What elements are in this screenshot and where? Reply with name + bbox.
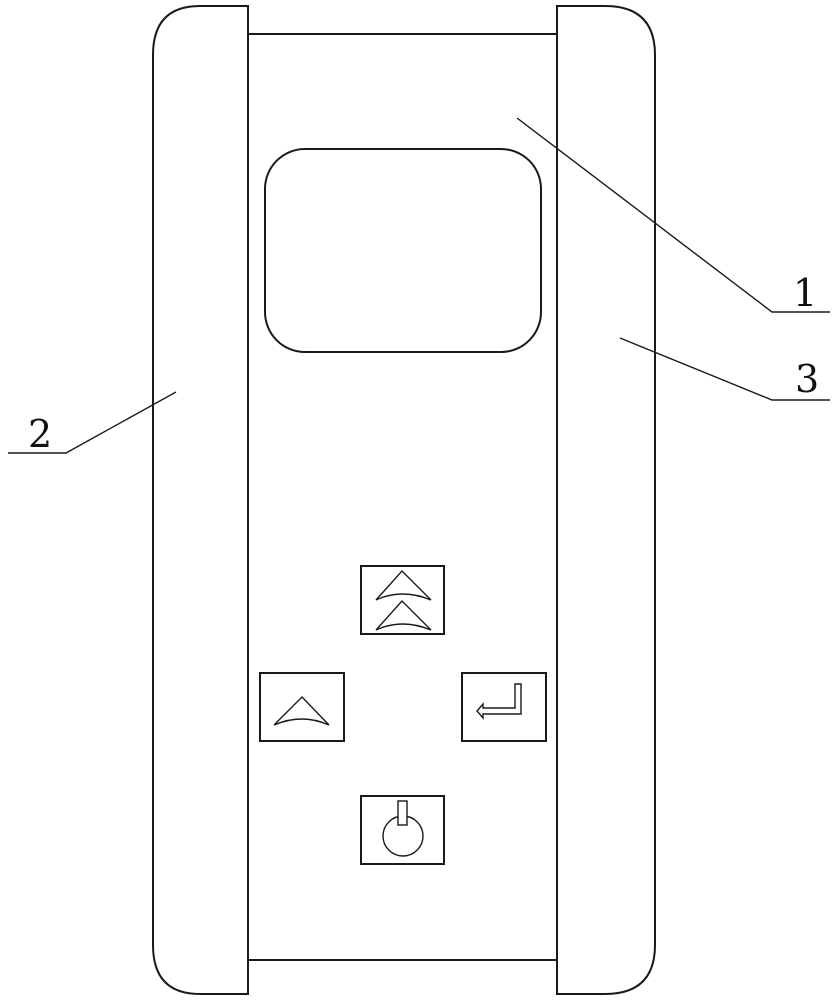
label-2: 2: [28, 412, 52, 456]
up-button[interactable]: [259, 672, 345, 742]
label-1-callout: 1: [516, 117, 830, 315]
display-screen: [264, 148, 542, 353]
right-side-grip: [556, 5, 656, 995]
chevron-up-icon: [273, 696, 330, 726]
enter-return-icon: [476, 683, 522, 720]
power-icon: [382, 800, 424, 857]
enter-button[interactable]: [461, 672, 547, 742]
label-2-callout: 2: [8, 391, 177, 456]
power-button[interactable]: [360, 795, 445, 865]
label-3-callout: 3: [619, 337, 830, 401]
double-up-button[interactable]: [360, 565, 445, 635]
double-chevron-up-icon: [375, 569, 432, 631]
left-side-grip: [152, 5, 249, 995]
label-1: 1: [793, 271, 817, 315]
label-3: 3: [795, 357, 819, 401]
main-body: [248, 33, 557, 961]
